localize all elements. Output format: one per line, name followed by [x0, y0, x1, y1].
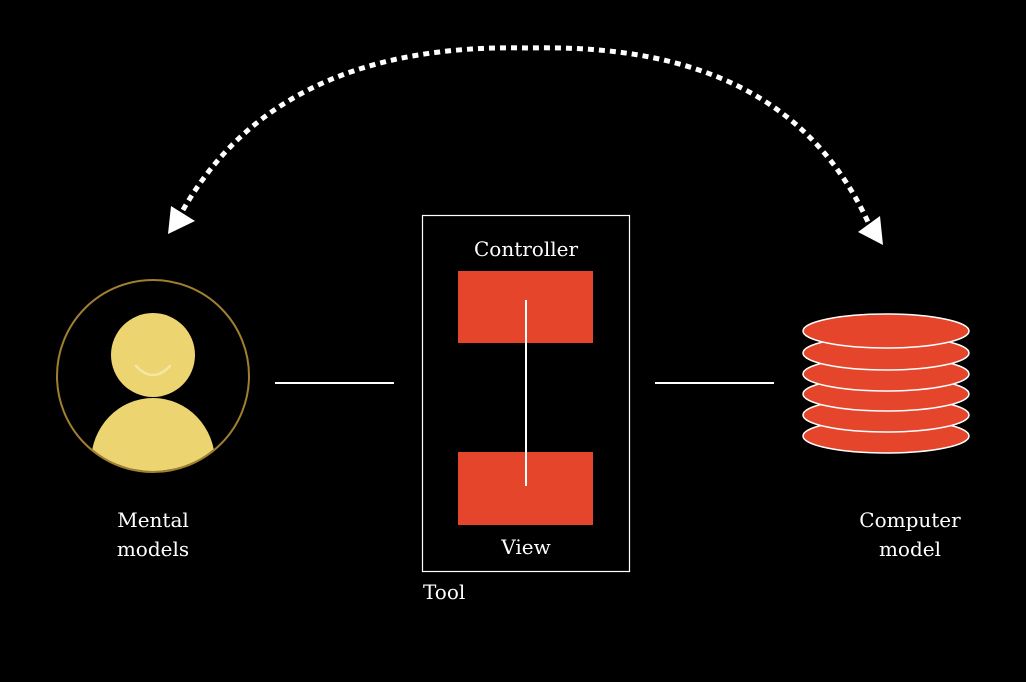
controller-label: Controller — [473, 237, 579, 261]
bidirectional-arc-arrow — [168, 45, 883, 245]
person-smile — [134, 364, 172, 377]
tool-frame — [421, 214, 631, 573]
database-stack-icon — [802, 313, 970, 454]
arrowhead-right-icon — [858, 216, 883, 245]
mental-models-label: Mental models — [93, 506, 213, 564]
mental-models-label-line2: models — [116, 537, 190, 561]
computer-model-label-line1: Computer — [859, 508, 961, 532]
tool-box — [421, 214, 631, 573]
computer-model-label: Computer model — [840, 506, 980, 564]
disk-1 — [802, 313, 970, 349]
arrowhead-left-icon — [168, 206, 195, 234]
tool-label: Tool — [423, 580, 466, 604]
person-ring — [56, 279, 250, 473]
mental-models-label-line1: Mental — [117, 508, 189, 532]
person-icon — [56, 279, 250, 473]
person-body — [91, 398, 215, 471]
computer-model-label-line2: model — [878, 537, 942, 561]
view-label: View — [501, 535, 551, 559]
person-head — [111, 313, 195, 397]
